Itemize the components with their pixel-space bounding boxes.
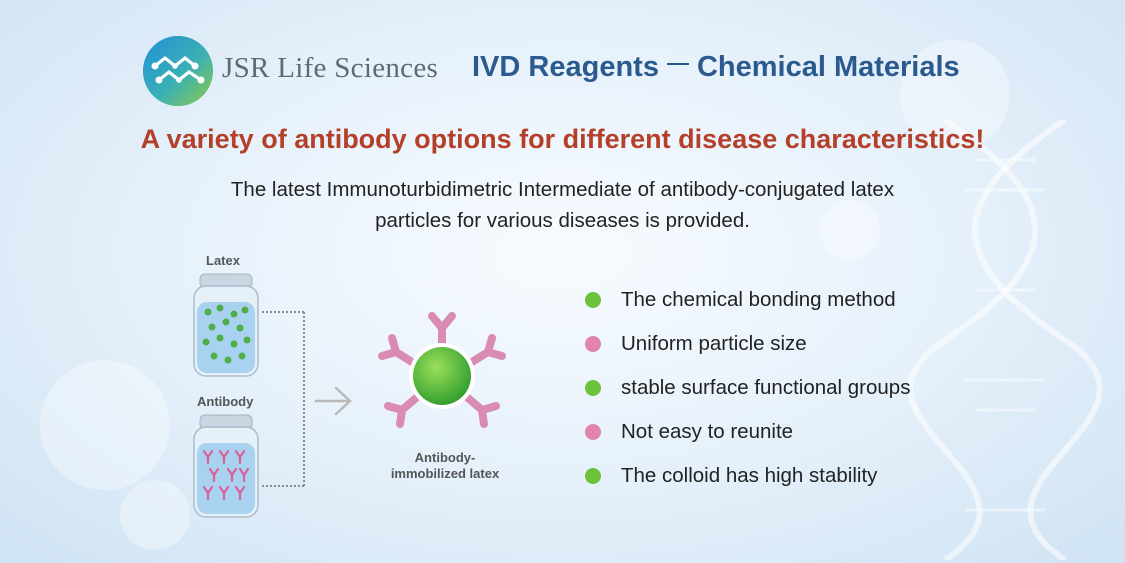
latex-jar-icon (193, 273, 259, 377)
list-item: Uniform particle size (585, 322, 910, 366)
latex-label: Latex (206, 253, 240, 268)
list-item: The colloid has high stability (585, 454, 910, 498)
logo-mark-icon (143, 36, 213, 106)
feature-list: The chemical bonding method Uniform part… (585, 278, 910, 498)
title-left: IVD Reagents (472, 51, 659, 83)
bokeh-circle (120, 480, 190, 550)
feature-text: The chemical bonding method (621, 288, 896, 311)
dna-helix-icon (907, 120, 1103, 560)
subtitle-line-1: The latest Immunoturbidimetric Intermedi… (230, 178, 895, 201)
arrow-right-icon (314, 386, 352, 416)
result-label: Antibody- immobilized latex (370, 450, 520, 482)
subtitle-line-2: particles for various diseases is provid… (375, 209, 750, 232)
list-item: stable surface functional groups (585, 366, 910, 410)
connector-lines (262, 311, 305, 487)
feature-text: Uniform particle size (621, 332, 807, 355)
result-label-line-2: immobilized latex (390, 466, 500, 481)
title-right: Chemical Materials (696, 51, 960, 83)
headline: A variety of antibody options for differ… (140, 124, 985, 154)
antibody-label: Antibody (197, 394, 254, 409)
feature-text: Not easy to reunite (621, 420, 794, 443)
antibody-jar-icon (193, 414, 259, 518)
bullet-dot-icon (585, 336, 601, 352)
subtitle: The latest Immunoturbidimetric Intermedi… (0, 174, 1125, 236)
bullet-dot-icon (585, 468, 601, 484)
bullet-dot-icon (585, 380, 601, 396)
result-label-line-1: Antibody- (414, 450, 476, 465)
bokeh-circle (40, 360, 170, 490)
list-item: Not easy to reunite (585, 410, 910, 454)
feature-text: stable surface functional groups (621, 376, 911, 399)
list-item: The chemical bonding method (585, 278, 910, 322)
bullet-dot-icon (585, 424, 601, 440)
bullet-dot-icon (585, 292, 601, 308)
title-separator (666, 63, 689, 66)
antibody-latex-particle-icon (378, 312, 506, 428)
brand-name: JSR Life Sciences (222, 52, 439, 84)
feature-text: The colloid has high stability (621, 464, 878, 487)
page-title: IVD Reagents Chemical Materials (472, 51, 960, 84)
